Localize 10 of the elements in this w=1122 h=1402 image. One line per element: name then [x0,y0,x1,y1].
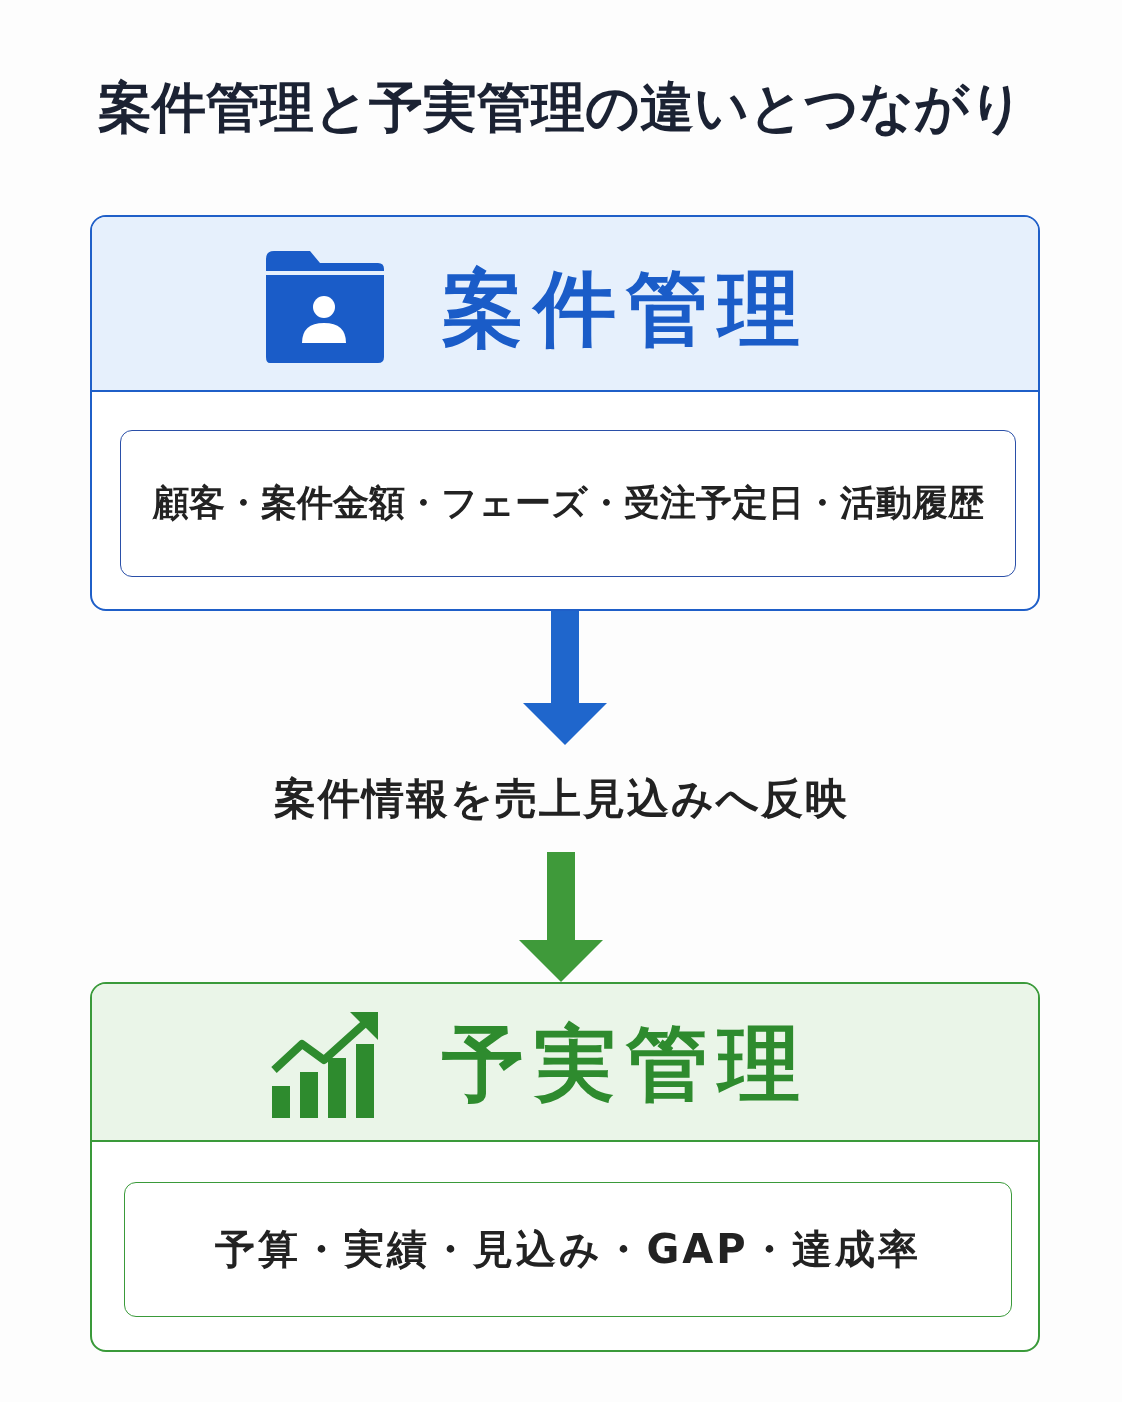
title: 案件管理と予実管理の違いとつながり [97,75,1025,141]
arrow [519,852,603,982]
card [90,215,1040,611]
info-box: 顧客・案件金額・フェーズ・受注予定日・活動履歴 [120,430,1016,577]
info-box: 予算・実績・見込み・GAP・達成率 [124,1182,1012,1317]
card [90,982,1040,1352]
card-heading: 予実管理 [442,1015,810,1113]
arrow [523,611,607,745]
flow-text: 案件情報を売上見込みへ反映 [200,745,922,852]
card-heading: 案件管理 [442,260,810,358]
